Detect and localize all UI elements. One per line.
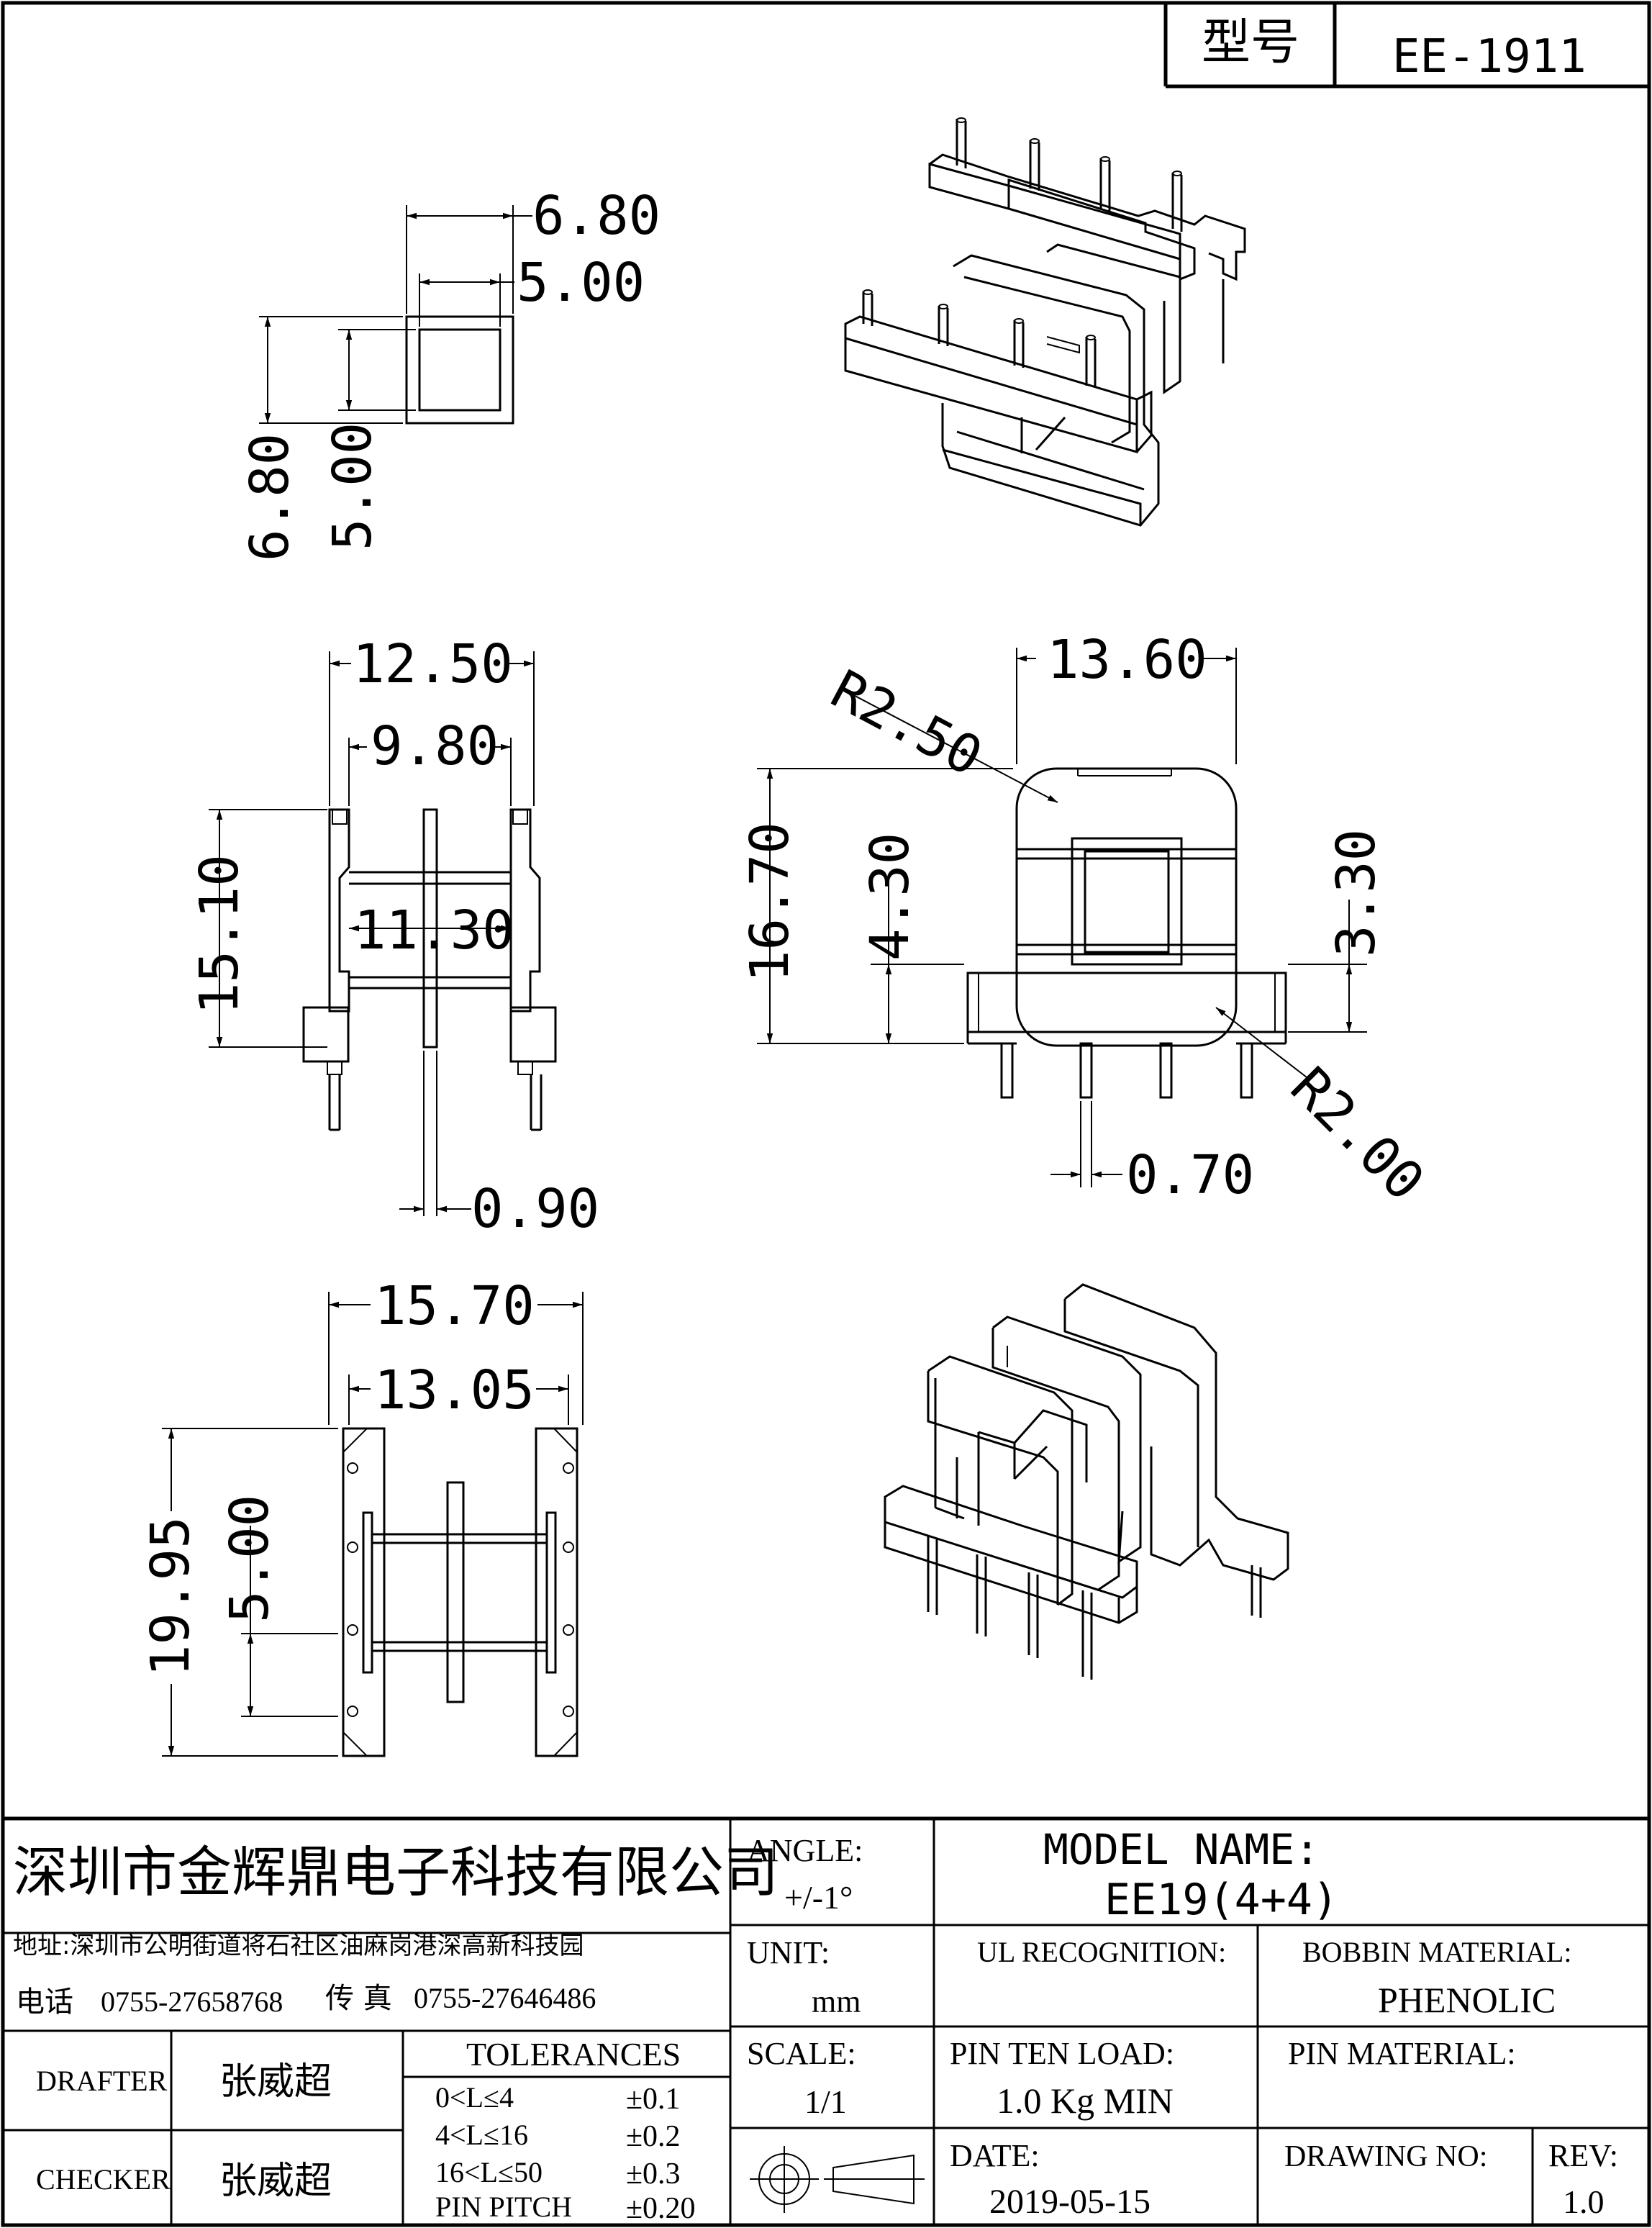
isometric-view-bottom xyxy=(884,1283,1289,1680)
unit-value: mm xyxy=(812,1984,861,2019)
pin-ten-load-value: 1.0 Kg MIN xyxy=(997,2080,1174,2121)
fax-number: 0755-27646486 xyxy=(414,1982,596,2014)
rev-label: REV: xyxy=(1548,2138,1618,2173)
company-address: 地址:深圳市公明街道将石社区油麻岗港深高新科技园 xyxy=(13,1932,584,1960)
checker-label: CHECKER xyxy=(36,2163,171,2196)
title-block: 深圳市金辉鼎电子科技有限公司 地址:深圳市公明街道将石社区油麻岗港深高新科技园 … xyxy=(3,1816,1649,2225)
tolerance-value-1: ±0.1 xyxy=(626,2083,681,2116)
projection-symbol xyxy=(750,2146,925,2213)
bobbin-material-label: BOBBIN MATERIAL: xyxy=(1302,1936,1571,1968)
phone-label: 电话 xyxy=(16,1985,73,2019)
tolerances-title: TOLERANCES xyxy=(466,2036,681,2073)
dim-top-inner-h: 5.00 xyxy=(322,422,384,551)
dim-bottom-length: 15.70 xyxy=(374,1275,535,1337)
dim-side-window: 11.30 xyxy=(354,900,514,961)
pin-ten-load-label: PIN TEN LOAD: xyxy=(950,2036,1174,2071)
bottom-view: 15.70 13.05 19.95 5.00 xyxy=(140,1275,584,1757)
model-header-label: 型号 xyxy=(1202,14,1299,71)
tolerance-value-2: ±0.2 xyxy=(626,2120,681,2153)
scale-value: 1/1 xyxy=(804,2083,847,2120)
dim-side-width-inner: 9.80 xyxy=(371,715,499,777)
dim-front-height: 16.70 xyxy=(739,822,801,982)
top-view: 6.80 5.00 6.80 5.00 xyxy=(239,185,661,561)
front-view: 13.60 R2.50 16.70 4.30 3.30 R2.00 0.70 xyxy=(739,629,1436,1213)
dim-bottom-pitch: 5.00 xyxy=(219,1495,281,1623)
tolerance-range-4: PIN PITCH xyxy=(435,2191,572,2223)
dim-front-window-h: 4.30 xyxy=(859,833,921,961)
tolerance-value-3: ±0.3 xyxy=(626,2157,681,2191)
scale-label: SCALE: xyxy=(747,2036,856,2071)
dim-side-height: 15.10 xyxy=(189,854,250,1015)
angle-label: ANGLE: xyxy=(747,1833,863,1868)
rev-value: 1.0 xyxy=(1563,2183,1605,2220)
side-view: 12.50 9.80 15.10 11.30 0.90 xyxy=(189,633,599,1240)
pin-material-label: PIN MATERIAL: xyxy=(1288,2036,1516,2071)
tolerance-range-1: 0<L≤4 xyxy=(435,2081,514,2114)
model-name-label: MODEL NAME: xyxy=(1043,1825,1320,1874)
dim-front-width: 13.60 xyxy=(1047,629,1207,691)
tolerance-value-4: ±0.20 xyxy=(626,2192,696,2225)
drafter-label: DRAFTER xyxy=(36,2065,168,2097)
model-header-box: 型号 EE-1911 xyxy=(1163,3,1649,89)
dim-top-outer-h: 6.80 xyxy=(239,433,301,561)
drawing-no-label: DRAWING NO: xyxy=(1284,2140,1487,2173)
dim-bottom-pin-span: 13.05 xyxy=(374,1359,535,1421)
dim-side-pin-dia: 0.90 xyxy=(471,1178,599,1240)
tolerance-range-2: 4<L≤16 xyxy=(435,2119,528,2151)
tolerance-range-3: 16<L≤50 xyxy=(435,2156,543,2188)
model-name-value: EE19(4+4) xyxy=(1104,1875,1338,1925)
dim-front-radius-bottom: R2.00 xyxy=(1279,1056,1435,1213)
isometric-view-top xyxy=(844,117,1246,527)
dim-front-flange-h: 3.30 xyxy=(1325,829,1387,957)
dim-front-pin-w: 0.70 xyxy=(1126,1144,1254,1206)
model-header-value: EE-1911 xyxy=(1392,30,1587,83)
bobbin-material-value: PHENOLIC xyxy=(1378,1980,1556,2020)
angle-value: +/-1° xyxy=(784,1879,853,1916)
date-label: DATE: xyxy=(950,2138,1040,2173)
dim-top-inner-w: 5.00 xyxy=(517,252,645,314)
checker-name: 张威超 xyxy=(219,2160,332,2203)
unit-label: UNIT: xyxy=(747,1935,830,1970)
date-value: 2019-05-15 xyxy=(989,2183,1150,2221)
fax-label: 传 真 xyxy=(325,1982,392,2015)
dim-top-outer-w: 6.80 xyxy=(532,185,661,247)
company-name: 深圳市金辉鼎电子科技有限公司 xyxy=(13,1840,779,1904)
phone-number: 0755-27658768 xyxy=(101,1985,283,2018)
dim-bottom-depth: 19.95 xyxy=(140,1516,201,1677)
drafter-name: 张威超 xyxy=(219,2060,332,2104)
ul-recognition-label: UL RECOGNITION: xyxy=(977,1936,1226,1968)
dim-side-width-total: 12.50 xyxy=(353,633,513,695)
